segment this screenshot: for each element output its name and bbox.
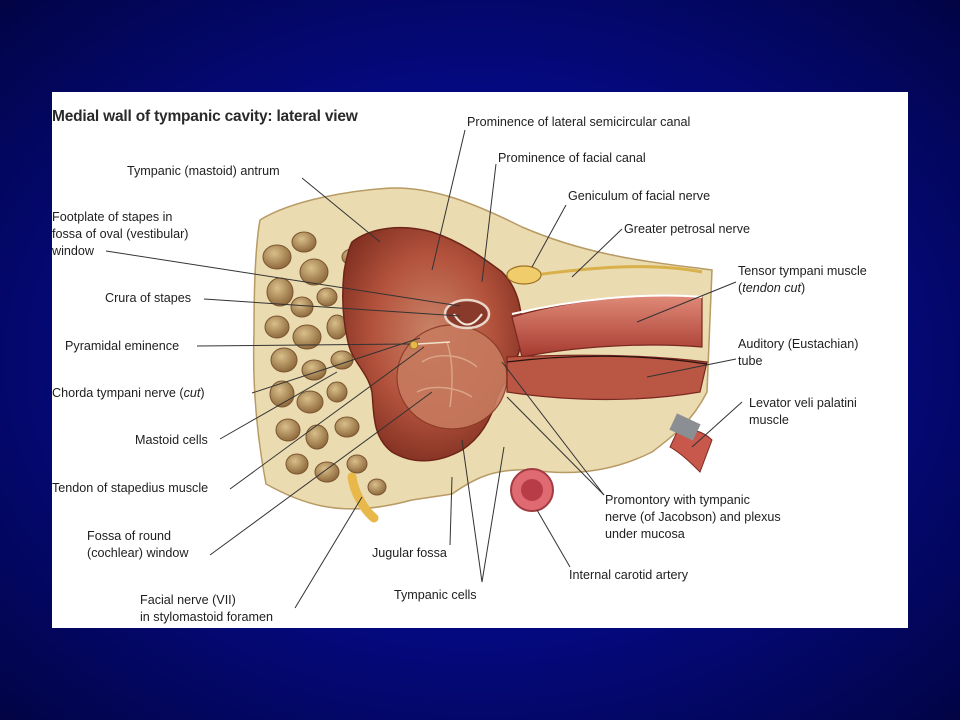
stapes-footplate (443, 298, 491, 330)
label-facial-nerve-line-2: in stylomastoid foramen (140, 610, 273, 624)
geniculum (506, 265, 542, 285)
label-levator-line-2: muscle (749, 413, 789, 427)
label-footplate-line-3: window (52, 244, 94, 258)
auditory-tube (506, 354, 708, 401)
label-lateral-semicircular-canal: Prominence of lateral semicircular canal (467, 115, 691, 129)
label-geniculum: Geniculum of facial nerve (568, 189, 711, 203)
label-round-window-line-2: (cochlear) window (87, 546, 189, 560)
label-facial-canal: Prominence of facial canal (498, 151, 646, 165)
label-mastoid-antrum: Tympanic (mastoid) antrum (127, 164, 280, 178)
label-footplate-line-2: fossa of oval (vestibular) (52, 227, 189, 241)
label-pyramidal-eminence: Pyramidal eminence (65, 339, 180, 353)
label-promontory-line-1: Promontory with tympanic (605, 493, 750, 507)
label-tendon-of-stapedius: Tendon of stapedius muscle (52, 481, 209, 495)
label-mastoid-cells: Mastoid cells (135, 433, 208, 447)
leader-lines (105, 129, 743, 609)
label-chorda-tympani: Chorda tympani nerve (cut) (52, 386, 205, 400)
label-jugular-fossa: Jugular fossa (372, 546, 447, 560)
stapes-crura (453, 313, 483, 326)
label-auditory-tube-line-2: tube (738, 354, 763, 368)
mastoid-air-cells (262, 231, 387, 496)
label-tensor-tympani-line-2: (tendon cut) (738, 281, 806, 295)
label-internal-carotid-artery: Internal carotid artery (569, 568, 688, 582)
label-round-window-line-1: Fossa of round (87, 529, 172, 543)
label-greater-petrosal-nerve: Greater petrosal nerve (624, 222, 750, 236)
anatomy-illustration (105, 129, 743, 609)
label-facial-nerve-line-1: Facial nerve (VII) (140, 593, 236, 607)
label-tympanic-cells: Tympanic cells (394, 588, 477, 602)
diagram-panel: Medial wall of tympanic cavity: lateral … (52, 92, 908, 628)
diagram-title: Medial wall of tympanic cavity: lateral … (52, 108, 358, 125)
label-crura-of-stapes: Crura of stapes (105, 291, 192, 305)
label-tensor-tympani-line-1: Tensor tympani muscle (738, 264, 867, 278)
label-promontory-line-2: nerve (of Jacobson) and plexus (605, 510, 781, 524)
label-footplate-line-1: Footplate of stapes in (52, 210, 173, 224)
label-promontory-line-3: under mucosa (605, 527, 685, 541)
label-auditory-tube-line-1: Auditory (Eustachian) (738, 337, 859, 351)
label-levator-line-1: Levator veli palatini (749, 396, 857, 410)
